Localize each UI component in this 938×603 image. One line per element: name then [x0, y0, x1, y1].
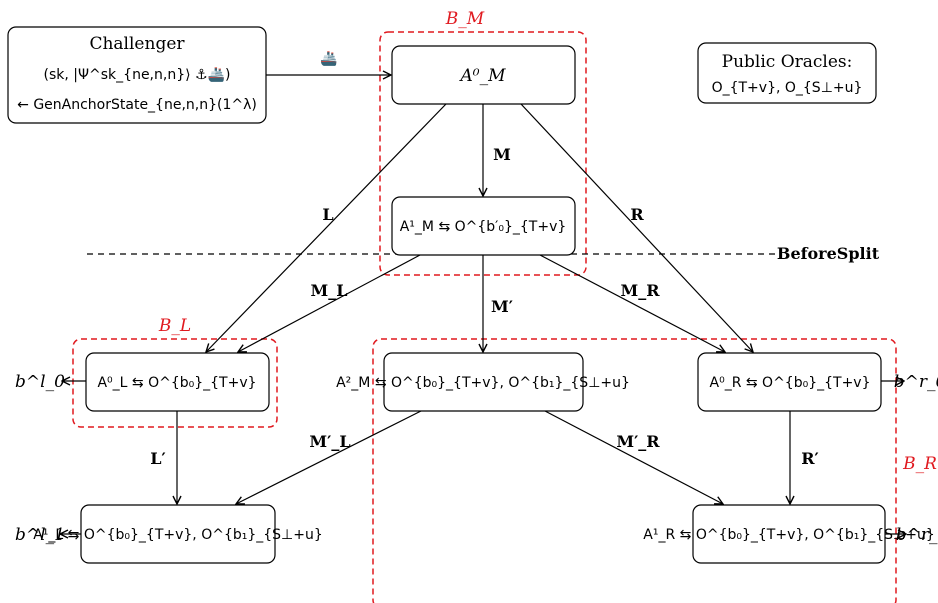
arrow-ml — [238, 254, 421, 352]
edge-mrp-label: M′_R — [616, 432, 660, 451]
edge-mr-label: M_R — [620, 281, 660, 300]
box-al0-label: A⁰_L ⇆ O^{b₀}_{T+v} — [97, 375, 256, 391]
arrow-mlp — [236, 410, 422, 504]
before-split-label: BeforeSplit — [777, 244, 880, 263]
challenger-title: Challenger — [89, 34, 185, 54]
box-am2 — [383, 352, 584, 412]
output-b0r: b^r_0 — [894, 372, 938, 392]
group-bl — [72, 338, 278, 428]
group-bl-label: B_L — [158, 316, 191, 336]
output-b0l: b^l_0 — [15, 372, 65, 392]
box-ar1-label: A¹_R ⇆ O^{b₀}_{T+v}, O^{b₁}_{S⊥+u} — [643, 527, 934, 543]
edge-mlp-label: M′_L — [309, 432, 350, 451]
edge-rp-label: R′ — [801, 449, 819, 468]
group-br — [372, 338, 897, 603]
box-ar0-label: A⁰_R ⇆ O^{b₀}_{T+v} — [710, 375, 871, 391]
edge-m-label: M — [493, 145, 511, 164]
box-am1-label: A¹_M ⇆ O^{b′₀}_{T+v} — [400, 219, 567, 235]
box-al1-label: A¹_L ⇆ O^{b₀}_{T+v}, O^{b₁}_{S⊥+u} — [33, 527, 323, 543]
box-am0-label: A⁰_M — [459, 66, 507, 86]
edge-ship-label: 🚢 — [320, 51, 337, 67]
group-bm-label: B_M — [445, 9, 485, 29]
public-oracles-box — [697, 42, 877, 104]
output-b1l: b^l_1 — [15, 525, 65, 545]
box-am2-label: A²_M ⇆ O^{b₀}_{T+v}, O^{b₁}_{S⊥+u} — [336, 375, 630, 391]
edge-l-label: L — [322, 205, 333, 224]
challenger-line3: ← GenAnchorState_{ne,n,n}(1^λ) — [17, 97, 257, 113]
arrow-l — [206, 103, 447, 352]
arrow-r — [520, 103, 753, 352]
group-bm — [379, 31, 587, 276]
edge-ml-label: M_L — [311, 281, 348, 300]
edge-mp-label: M′ — [491, 297, 513, 316]
challenger-line2: (sk, |Ψ^sk_{ne,n,n}⟩ ⚓🚢) — [44, 67, 231, 83]
edge-r-label: R — [630, 205, 644, 224]
group-br-label: B_R — [902, 454, 937, 474]
arrow-mr — [539, 254, 725, 352]
public-oracles-value: O_{T+v}, O_{S⊥+u} — [712, 80, 863, 96]
public-oracles-title: Public Oracles: — [722, 52, 853, 72]
arrow-mrp — [544, 410, 723, 504]
edge-lp-label: L′ — [150, 449, 165, 468]
output-b1r: b^r_1 — [896, 525, 938, 545]
